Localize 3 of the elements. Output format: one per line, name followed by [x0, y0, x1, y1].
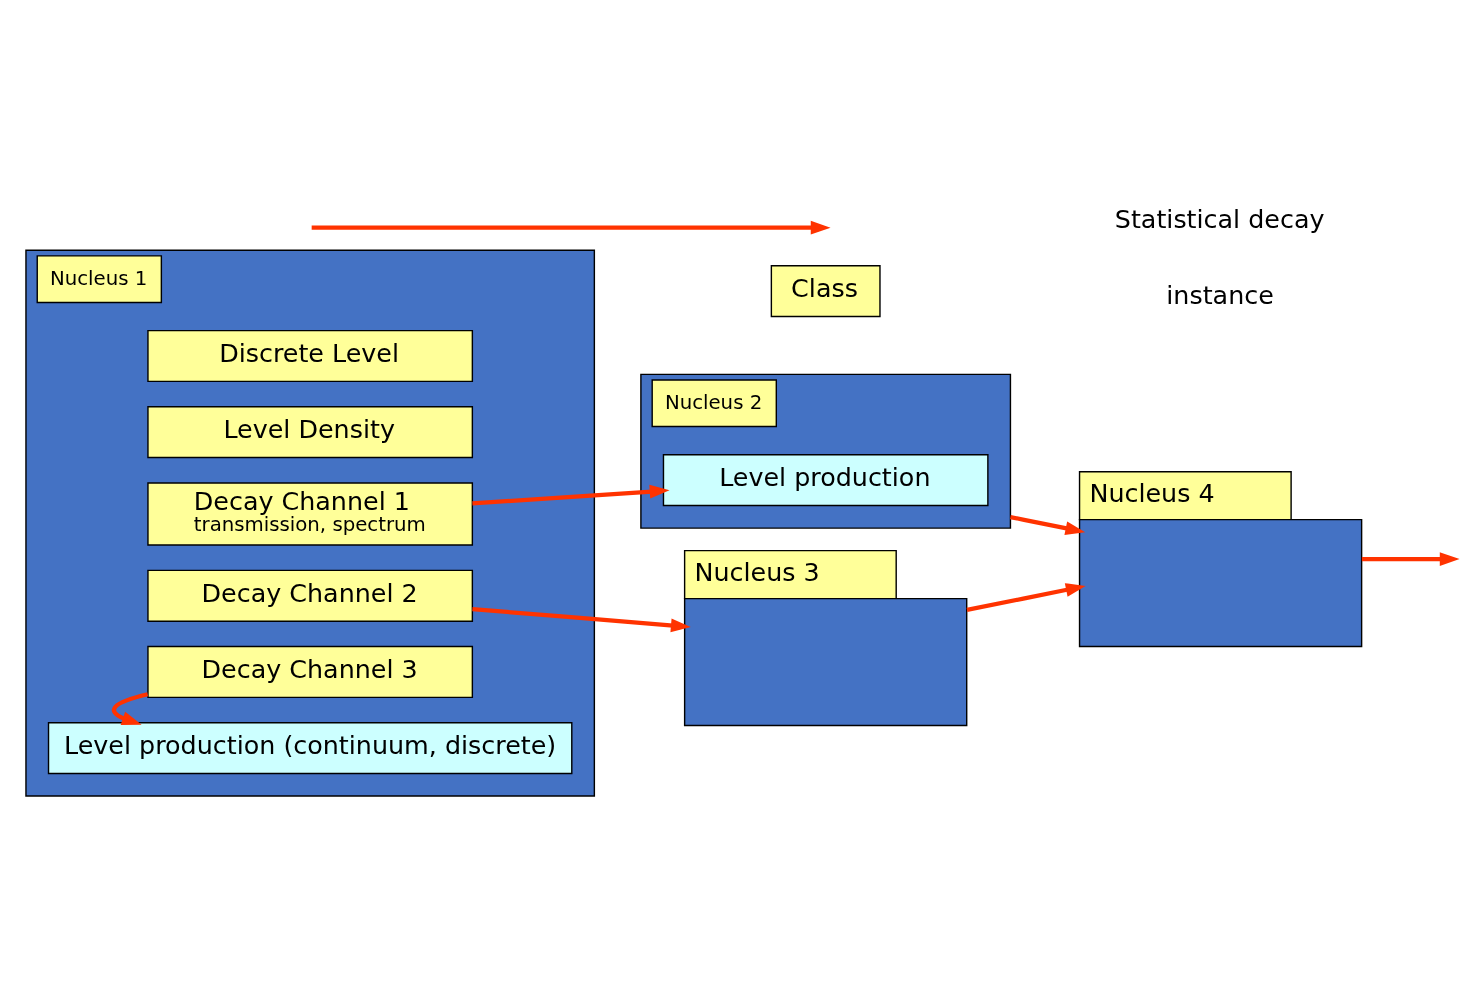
legend-label: Statistical decay — [1114, 203, 1325, 234]
label: Class — [791, 272, 858, 303]
legend-label: instance — [1166, 279, 1274, 310]
